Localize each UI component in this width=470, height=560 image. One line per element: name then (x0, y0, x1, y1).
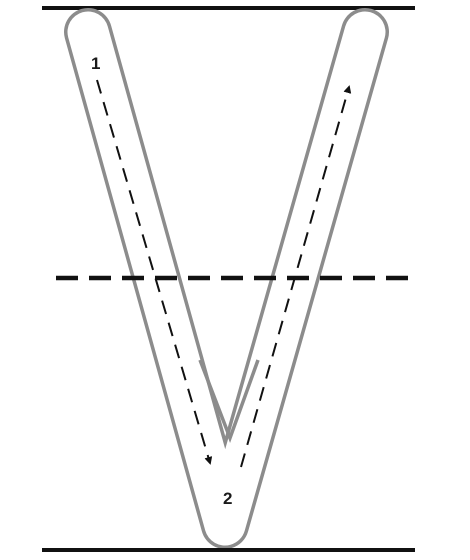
stroke-2-arrow (240, 85, 352, 468)
stroke-number-2: 2 (223, 489, 232, 508)
stroke-1-arrow (96, 79, 213, 465)
stroke-number-1: 1 (91, 54, 100, 73)
letter-v-inner-notch (198, 359, 260, 444)
